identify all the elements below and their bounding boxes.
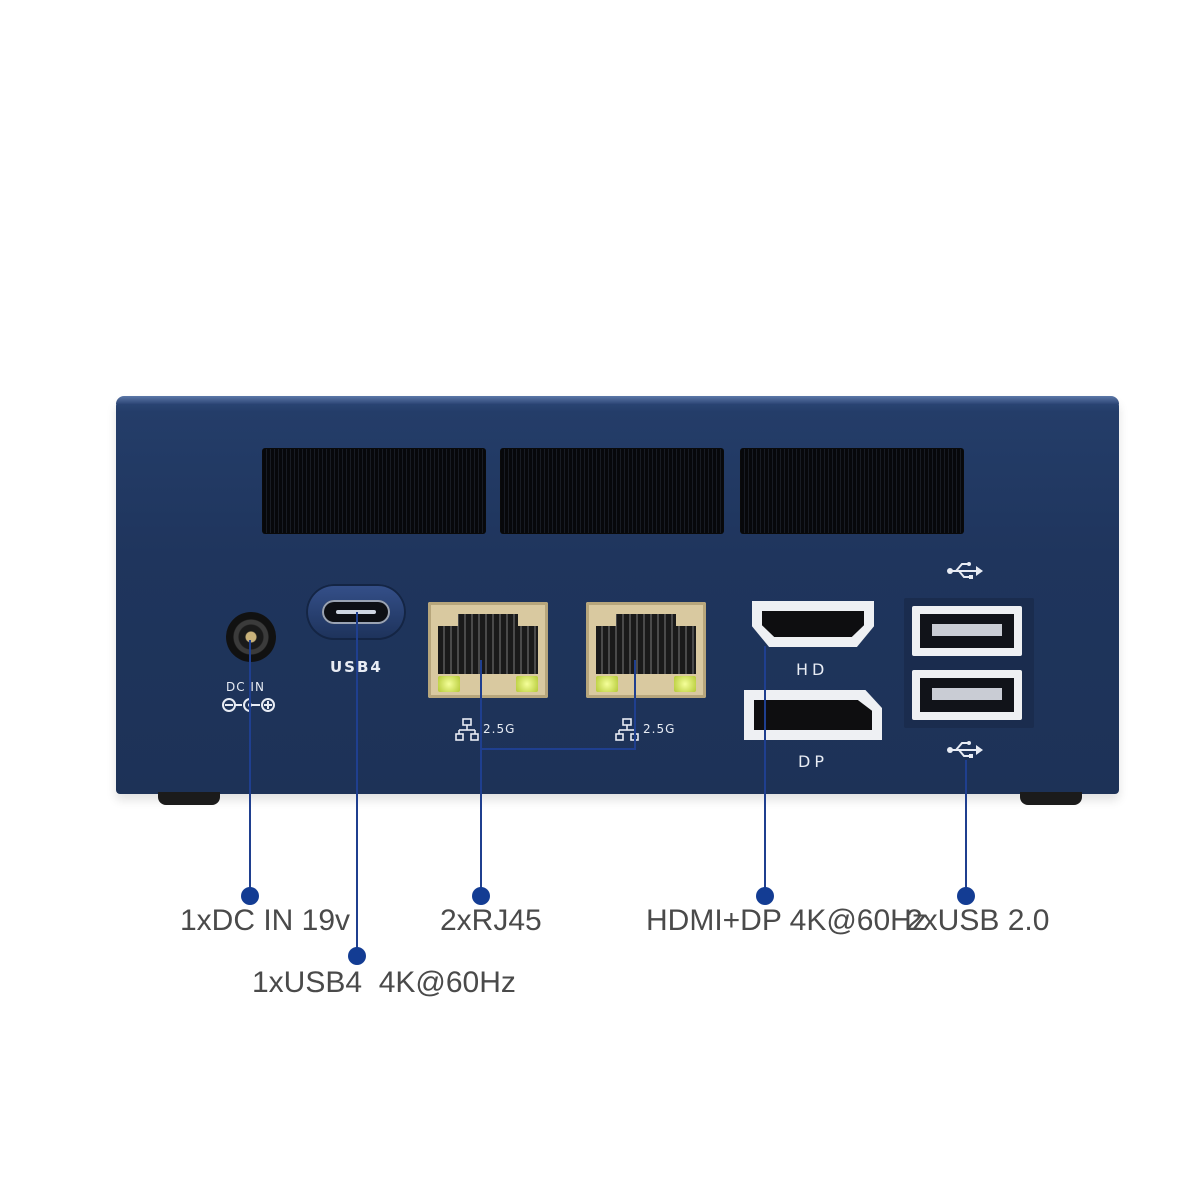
callout-dot-usb4 [348,947,366,965]
callout-line-rj45-b [634,660,636,750]
lan1-speed-label: 2.5G [483,722,516,736]
vent-center [500,448,724,534]
callout-dot-rj45 [472,887,490,905]
callout-dot-display [756,887,774,905]
callout-display: HDMI+DP 4K@60Hz [646,904,927,937]
callout-line-usb2 [965,760,967,896]
rj45-port-1 [428,602,548,698]
callout-line-rj45 [480,660,482,896]
device-top-edge [116,396,1119,404]
vent-right [740,448,964,534]
network-icon [455,718,479,741]
callout-line-dc [249,640,251,896]
dc-polarity-icon [222,698,275,712]
usb4-label: USB4 [330,658,383,676]
right-foot [1020,792,1082,805]
usb-icon [947,562,983,579]
dc-power-jack [226,612,276,662]
callout-dc-in: 1xDC IN 19v [180,904,351,937]
callout-line-usb4 [356,612,358,956]
dc-in-label: DC IN [226,680,265,694]
hdmi-port [752,601,874,647]
displayport-port [744,690,882,740]
usb-icon [947,741,983,758]
callout-line-display [764,646,766,896]
callout-usb2: 2xUSB 2.0 [906,904,1050,937]
callout-rj45: 2xRJ45 [440,904,542,937]
hdmi-label: HD [796,660,829,679]
vent-left [262,448,486,534]
usb-a-port-top [912,606,1022,656]
left-foot [158,792,220,805]
usb-a-port-bottom [912,670,1022,720]
callout-dot-dc [241,887,259,905]
dp-label: DP [798,752,828,771]
lan2-speed-label: 2.5G [643,722,676,736]
callout-dot-usb2 [957,887,975,905]
callout-usb4: 1xUSB4 4K@60Hz [252,966,516,999]
rj45-port-2 [586,602,706,698]
callout-bridge-rj45 [480,748,636,750]
